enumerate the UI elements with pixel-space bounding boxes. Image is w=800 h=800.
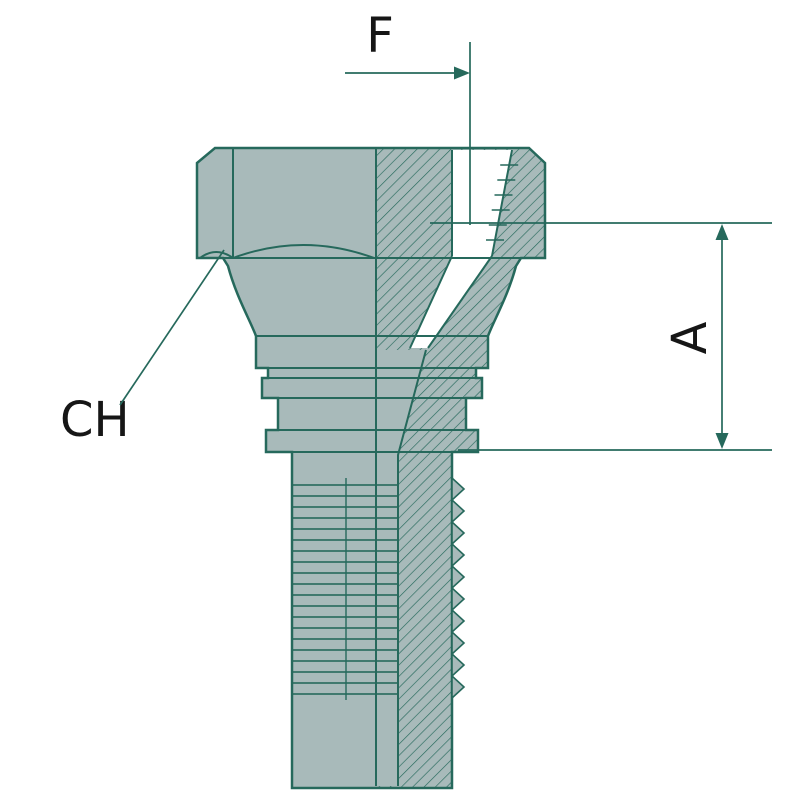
- dimension-f: F: [345, 8, 471, 225]
- section-hatch-area: [376, 148, 545, 788]
- seat-cone-right-edge: [427, 255, 493, 349]
- ch-leader-line: [119, 249, 225, 406]
- dimension-a: A: [430, 222, 772, 451]
- seat-cone-left-edge: [409, 255, 453, 349]
- collar-step-lines: [256, 335, 488, 453]
- a-arrowhead-bottom: [715, 433, 729, 449]
- thread-crests: [486, 164, 519, 241]
- a-label: A: [662, 321, 718, 354]
- f-arrowhead: [454, 66, 470, 80]
- shank-serrations: [292, 478, 398, 702]
- hex-chamfer-arc: [232, 244, 375, 259]
- label-ch: CH: [60, 249, 225, 448]
- hex-chamfer-arc-small: [199, 251, 234, 259]
- ch-label: CH: [60, 392, 130, 448]
- thread-bore-right-edge: [491, 149, 513, 257]
- fitting-drawing: [195, 146, 547, 790]
- f-label: F: [366, 8, 394, 64]
- hex-head-details: [197, 148, 545, 259]
- shank-barb-profile: [450, 476, 466, 700]
- seat-cone-cavity: [410, 256, 492, 348]
- a-arrowhead-top: [715, 224, 729, 240]
